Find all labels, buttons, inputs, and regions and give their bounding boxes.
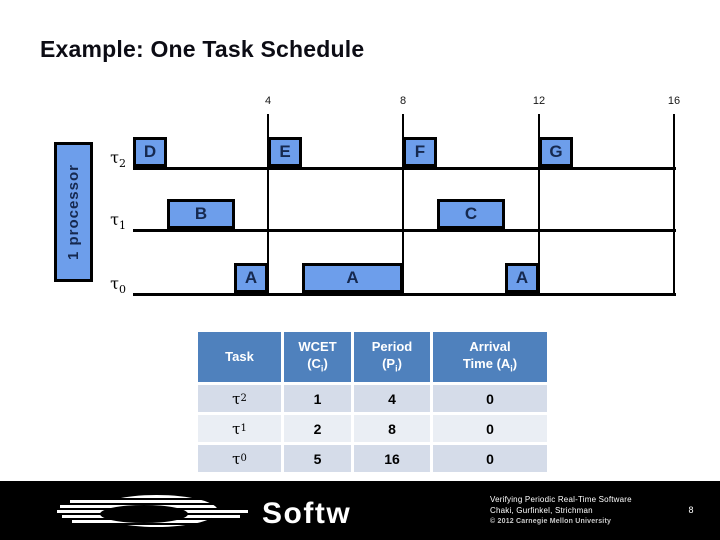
axis-tick-label: 12: [532, 95, 546, 107]
schedule-block: B: [167, 199, 235, 229]
axis-tick-label: 16: [667, 95, 681, 107]
schedule-block: G: [539, 137, 573, 167]
table-cell-arrival: 0: [433, 415, 547, 442]
table-cell-period: 16: [354, 445, 430, 472]
schedule-block: A: [234, 263, 268, 293]
table-cell-wcet: 2: [284, 415, 351, 442]
table-cell-wcet: 5: [284, 445, 351, 472]
schedule-block: D: [133, 137, 167, 167]
footer-citation: Verifying Periodic Real-Time Software Ch…: [490, 494, 680, 525]
page-number: 8: [688, 505, 694, 515]
schedule-block: C: [437, 199, 505, 229]
footer-paper-title: Verifying Periodic Real-Time Software: [490, 495, 632, 504]
axis-tick-label: 4: [264, 95, 272, 107]
schedule-block: E: [268, 137, 302, 167]
table-cell-period: 4: [354, 385, 430, 412]
axis-tick-line: [402, 114, 404, 296]
table-cell-wcet: 1: [284, 385, 351, 412]
table-cell-period: 8: [354, 415, 430, 442]
row-baseline: [133, 229, 676, 232]
axis-tick-line: [673, 114, 675, 296]
row-baseline: [133, 167, 676, 170]
axis-tick-label: 8: [399, 95, 407, 107]
footer-authors: Chaki, Gurfinkel, Strichman: [490, 506, 593, 515]
row-label: τ1: [110, 210, 126, 233]
row-label: τ0: [110, 274, 126, 297]
logo-stripe: [212, 515, 240, 518]
table-cell-arrival: 0: [433, 385, 547, 412]
schedule-block: A: [505, 263, 539, 293]
schedule-block: A: [302, 263, 403, 293]
footer-copyright: © 2012 Carnegie Mellon University: [490, 518, 612, 525]
table-header-cell: Period(Pi): [354, 332, 430, 382]
schedule-block: F: [403, 137, 437, 167]
processor-label: 1 processor: [65, 163, 82, 261]
axis-tick-line: [267, 114, 269, 296]
table-header-cell: WCET(Ci): [284, 332, 351, 382]
footer: Softw Verifying Periodic Real-Time Softw…: [0, 481, 720, 540]
row-label: τ2: [110, 148, 126, 171]
logo-stripe: [212, 510, 248, 513]
row-baseline: [133, 293, 676, 296]
logo-globe-shadow: [100, 505, 188, 523]
footer-logo-text: Softw: [262, 497, 352, 530]
table-cell-arrival: 0: [433, 445, 547, 472]
table-header-cell: Task: [198, 332, 281, 382]
axis-tick-line: [538, 114, 540, 296]
sei-globe-logo: [0, 481, 260, 540]
slide-title: Example: One Task Schedule: [40, 36, 365, 62]
processor-label-box: 1 processor: [54, 142, 93, 282]
